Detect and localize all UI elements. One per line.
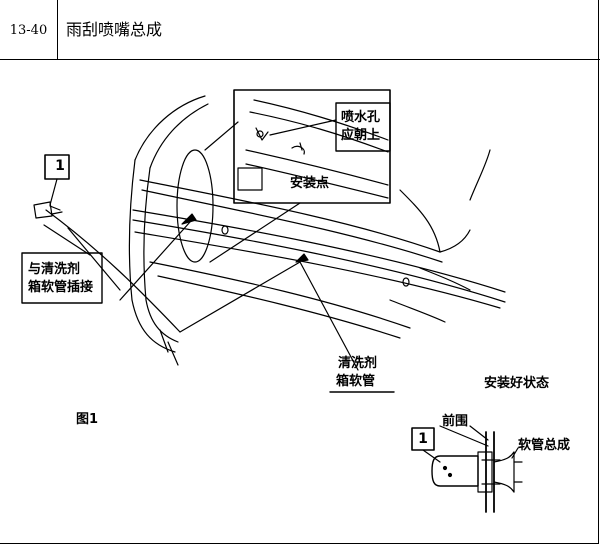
washer-hose-line1: 清洗剂 — [338, 356, 378, 371]
detail-callout — [176, 89, 391, 263]
washer-hose-line2: 箱软管 — [336, 374, 376, 389]
install-point-label: 安装点 — [290, 176, 330, 191]
front-panel-label: 前围 — [442, 414, 469, 429]
vehicle-front-outline — [128, 95, 506, 366]
callout-number-top: 1 — [55, 158, 65, 174]
hole-up-line2: 应朝上 — [341, 128, 381, 143]
figure-label: 图1 — [76, 412, 99, 427]
loose-nozzle — [33, 154, 70, 219]
callout-number-bottom: 1 — [418, 431, 428, 447]
hole-up-line1: 喷水孔 — [341, 110, 381, 125]
connect-label-box — [21, 252, 103, 304]
installed-state-label: 安装好状态 — [484, 376, 550, 391]
page-title: 雨刮喷嘴总成 — [66, 20, 163, 39]
connect-line1: 与清洗剂 — [28, 262, 81, 277]
hose-lines — [43, 209, 359, 371]
hose-assembly-label: 软管总成 — [518, 438, 571, 453]
installation-diagram — [21, 89, 523, 513]
installed-state-detail — [411, 425, 523, 513]
nozzles — [181, 213, 309, 263]
connect-line2: 箱软管插接 — [28, 280, 94, 295]
section-code: 13-40 — [0, 0, 58, 60]
header-row: 13-40 雨刮喷嘴总成 — [0, 0, 600, 60]
